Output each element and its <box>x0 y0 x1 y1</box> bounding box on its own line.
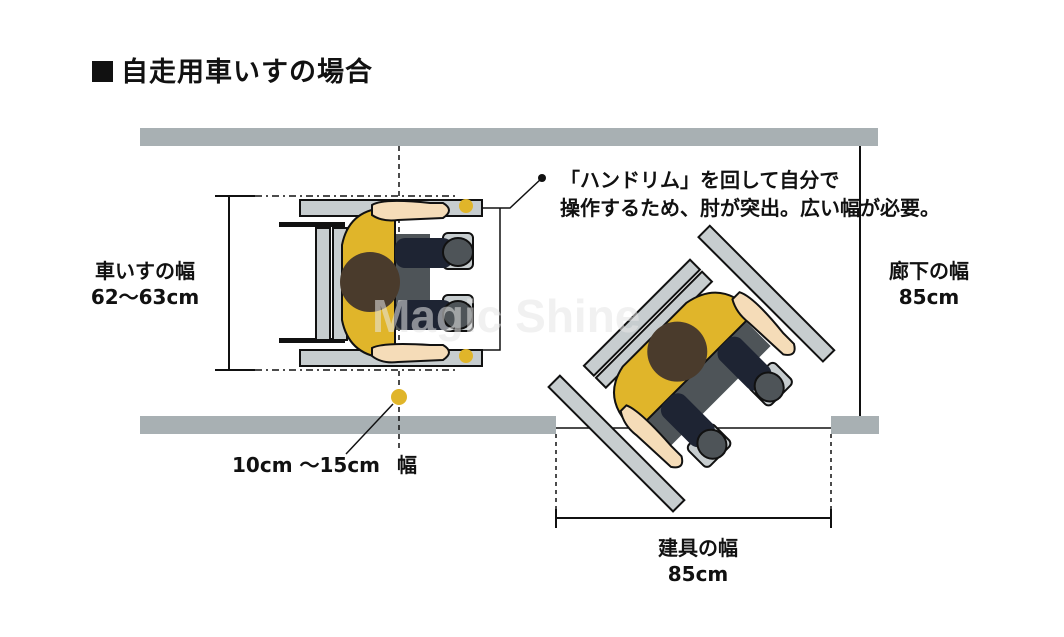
title-square-icon <box>92 61 113 82</box>
handrim-leader-bottom <box>482 208 501 351</box>
wheelchair-rotated <box>547 224 836 513</box>
door-width-title: 建具の幅 <box>658 536 738 560</box>
watermark: Magic Shine <box>372 290 640 342</box>
handrim-note: 「ハンドリム」を回して自分で 操作するため、肘が突出。広い幅が必要。 <box>560 166 940 222</box>
clearance-unit-label: 幅 <box>397 453 417 477</box>
door-width-value: 85cm <box>667 562 729 586</box>
wheelchair-straight <box>279 199 483 367</box>
wheelchair-width-title: 車いすの幅 <box>95 259 195 283</box>
corridor-width-title: 廊下の幅 <box>889 259 969 283</box>
clearance-leader <box>345 403 394 455</box>
head <box>340 252 400 312</box>
title-text: 自走用車いすの場合 <box>121 57 373 88</box>
handrim-note-line2: 操作するため、肘が突出。広い幅が必要。 <box>560 196 940 220</box>
corridor-width-label: 廊下の幅 85cm <box>874 258 984 310</box>
handrim-dot-top <box>459 199 473 213</box>
handrim-leader <box>482 177 543 209</box>
corridor-width-value: 85cm <box>898 285 960 309</box>
corridor-wall-bottom-right <box>831 416 879 434</box>
clearance-value: 10cm ～15cm <box>232 453 381 477</box>
door-width-label: 建具の幅 85cm <box>643 535 753 587</box>
wheelchair-width-value: 62～63cm <box>90 285 200 309</box>
corridor-wall-top <box>140 128 878 146</box>
handrim-note-line1: 「ハンドリム」を回して自分で <box>560 168 840 192</box>
clearance-label: 10cm ～15cm 幅 <box>232 452 417 478</box>
clearance-dot <box>391 389 407 405</box>
wheelchair-width-label: 車いすの幅 62～63cm <box>82 258 208 310</box>
page-title: 自走用車いすの場合 <box>92 50 373 89</box>
handrim-leader-dot <box>538 174 546 182</box>
corridor-wall-bottom-left <box>140 416 556 434</box>
handrim-dot-bottom <box>459 349 473 363</box>
